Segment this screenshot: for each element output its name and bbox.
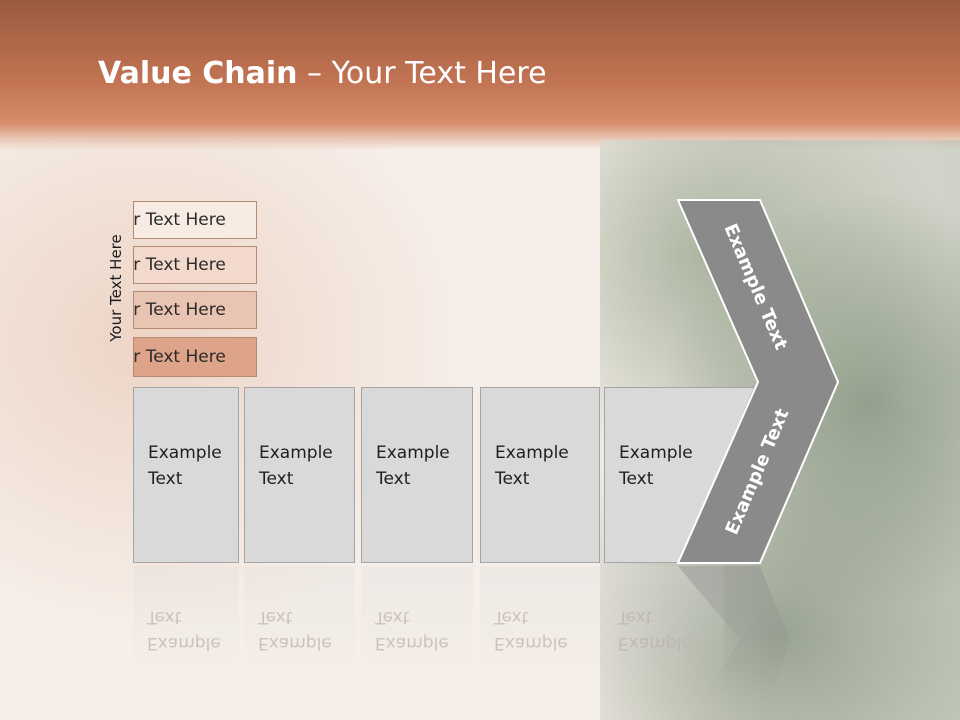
tier-4: Your Text Here [133, 337, 257, 377]
reflection-1-line2: Text [147, 607, 182, 627]
column-1-line1: Example [148, 443, 222, 463]
column-5-line2: Text [619, 469, 654, 489]
reflection-4-line1: Example [494, 633, 568, 653]
tier-3: Your Text Here [133, 291, 257, 329]
column-5-line1: Example [619, 443, 693, 463]
column-2-line1: Example [259, 443, 333, 463]
tier-1-label: Your Text Here [104, 210, 226, 230]
column-2-reflection: Example Text [244, 566, 355, 696]
column-3-reflection: Example Text [361, 566, 473, 696]
reflection-3-line2: Text [375, 607, 410, 627]
reflection-4-line2: Text [494, 607, 529, 627]
tier-2-label: Your Text Here [104, 255, 226, 275]
column-5-reflection: Example Text [604, 566, 724, 696]
reflection-5-line1: Example [618, 633, 692, 653]
column-1-line2: Text [148, 469, 183, 489]
title-rest: – Your Text Here [297, 56, 547, 91]
reflection-1-line1: Example [147, 633, 221, 653]
tier-1: Your Text Here [133, 201, 257, 239]
tier-2: Your Text Here [133, 246, 257, 284]
column-4: Example Text [480, 387, 600, 563]
side-label: Your Text Here [107, 234, 125, 342]
column-1-reflection: Example Text [133, 566, 239, 696]
reflection-5-line2: Text [618, 607, 653, 627]
column-4-line2: Text [495, 469, 530, 489]
reflection-3-line1: Example [375, 633, 449, 653]
column-4-reflection: Example Text [480, 566, 600, 696]
reflection-2-line2: Text [258, 607, 293, 627]
column-3: Example Text [361, 387, 473, 563]
column-3-line2: Text [376, 469, 411, 489]
tier-4-label: Your Text Here [104, 347, 226, 367]
column-2: Example Text [244, 387, 355, 563]
column-4-line1: Example [495, 443, 569, 463]
reflection-2-line1: Example [258, 633, 332, 653]
title-bold: Value Chain [98, 56, 298, 91]
column-2-line2: Text [259, 469, 294, 489]
header-band [0, 0, 960, 150]
column-1: Example Text [133, 387, 239, 563]
tier-3-label: Your Text Here [104, 300, 226, 320]
column-3-line1: Example [376, 443, 450, 463]
slide-title: Value Chain – Your Text Here [98, 56, 547, 91]
